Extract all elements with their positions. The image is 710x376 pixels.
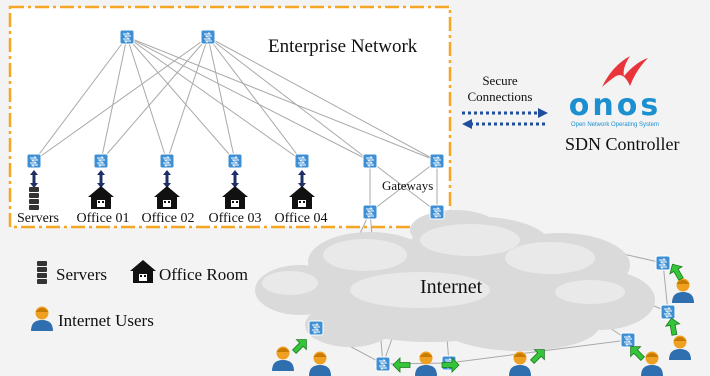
onos-logo: onos Open Network Operating System	[569, 56, 661, 128]
sdn-controller-caption: SDN Controller	[565, 134, 680, 154]
secure-connections-label-line1: Secure	[482, 73, 518, 88]
core-switch-icon	[200, 29, 216, 45]
node-label-office-04: Office 04	[275, 211, 328, 226]
legend-internet-users-label: Internet Users	[58, 311, 154, 330]
internet-label: Internet	[420, 276, 483, 298]
access-switch-icon	[159, 153, 175, 169]
gateway-switch-icon	[362, 204, 378, 220]
legend-office-icon	[130, 260, 156, 283]
internet-cloud	[255, 210, 655, 351]
green-arrow-icon	[664, 316, 682, 337]
legend: Servers Office Room Internet Users	[31, 260, 248, 331]
onos-bird-icon	[602, 56, 648, 87]
legend-server-icon	[37, 261, 47, 284]
access-switch-icon	[93, 153, 109, 169]
gateway-switch-icon	[429, 153, 445, 169]
secure-connection-arrows	[462, 108, 548, 129]
access-switch-icon	[294, 153, 310, 169]
node-label-office-02: Office 02	[142, 211, 195, 226]
internet-user-icon	[309, 351, 331, 376]
green-arrow-icon	[288, 334, 312, 358]
edge-switch-icon	[660, 304, 676, 320]
green-arrow-icon	[392, 357, 411, 373]
internet-user-icon	[641, 351, 663, 376]
legend-servers-label: Servers	[56, 265, 107, 284]
node-label-office-01: Office 01	[77, 211, 130, 226]
edge-switch-icon	[308, 320, 324, 336]
edge-switch-icon	[620, 332, 636, 348]
gateway-switch-icon	[362, 153, 378, 169]
edge-switch-icon	[655, 255, 671, 271]
core-switch-icon	[119, 29, 135, 45]
onos-logo-text: onos	[569, 88, 661, 123]
node-label-office-03: Office 03	[209, 211, 262, 226]
onos-logo-subtitle: Open Network Operating System	[571, 122, 659, 128]
internet-user-icon	[272, 346, 294, 371]
secure-connections-label-line2: Connections	[468, 89, 533, 104]
access-switch-icon	[26, 153, 42, 169]
node-label-servers: Servers	[17, 211, 59, 226]
gateway-switch-icon	[429, 204, 445, 220]
internet-user-icon	[669, 335, 691, 360]
legend-office-room-label: Office Room	[159, 265, 248, 284]
internet-user-icon	[672, 278, 694, 303]
enterprise-network-title: Enterprise Network	[268, 36, 418, 57]
legend-user-icon	[31, 306, 53, 331]
access-switch-icon	[227, 153, 243, 169]
gateways-label: Gateways	[382, 178, 433, 193]
edge-switch-icon	[375, 356, 391, 372]
